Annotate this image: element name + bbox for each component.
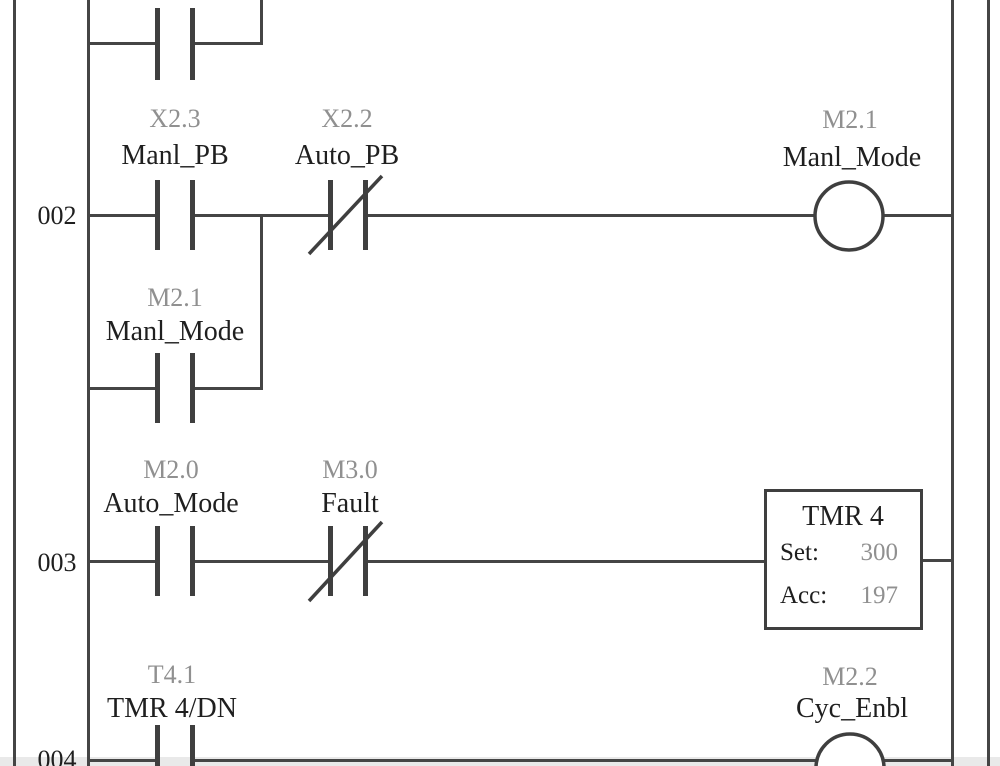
contact-address: M3.0 bbox=[322, 455, 378, 484]
coil-tag: Manl_Mode bbox=[783, 142, 921, 173]
no-contact-auto-mode[interactable]: M2.0 Auto_Mode bbox=[103, 455, 239, 596]
contact-address: X2.2 bbox=[321, 104, 372, 133]
contact-tag: Manl_PB bbox=[121, 140, 228, 171]
rung-number: 002 bbox=[38, 201, 77, 230]
coil-tag: Cyc_Enbl bbox=[796, 693, 908, 724]
timer-set-label: Set: bbox=[780, 539, 819, 566]
contact-address: X2.3 bbox=[149, 104, 200, 133]
timer-set-value: 300 bbox=[861, 539, 899, 566]
timer-title: TMR 4 bbox=[802, 501, 884, 532]
coil-address: M2.1 bbox=[822, 105, 878, 134]
no-contact[interactable] bbox=[155, 8, 195, 80]
contact-tag: TMR 4/DN bbox=[107, 693, 237, 724]
contact-tag: Auto_PB bbox=[295, 140, 399, 171]
no-contact-manl-mode[interactable]: M2.1 Manl_Mode bbox=[106, 283, 244, 423]
coil-manl-mode[interactable]: M2.1 Manl_Mode bbox=[783, 105, 921, 252]
contact-address: T4.1 bbox=[148, 660, 196, 689]
timer-box bbox=[764, 489, 923, 630]
contact-tag: Auto_Mode bbox=[103, 488, 238, 519]
rung-002: 002 X2.3 Manl_PB X2.2 Auto_PB bbox=[38, 104, 952, 423]
coil-circle bbox=[813, 180, 885, 252]
rung-001-branch bbox=[88, 0, 263, 80]
timer-acc-label: Acc: bbox=[780, 582, 827, 609]
coil-circle bbox=[814, 732, 886, 766]
nc-slash bbox=[307, 520, 384, 603]
no-contact-tmr4-dn[interactable]: T4.1 TMR 4/DN bbox=[107, 660, 237, 766]
contact-address: M2.1 bbox=[147, 283, 203, 312]
rung-number: 003 bbox=[38, 548, 77, 577]
timer-acc-value: 197 bbox=[861, 582, 899, 609]
rung-004: 004 T4.1 TMR 4/DN M2.2 Cyc_Enbl bbox=[38, 660, 952, 766]
coil-address: M2.2 bbox=[822, 662, 878, 691]
coil-cyc-enbl[interactable]: M2.2 Cyc_Enbl bbox=[796, 662, 908, 766]
nc-contact-auto-pb[interactable]: X2.2 Auto_PB bbox=[295, 104, 399, 256]
rung-002-branch: M2.1 Manl_Mode bbox=[88, 215, 263, 423]
rung-number: 004 bbox=[38, 745, 77, 766]
nc-slash bbox=[307, 174, 384, 256]
rung-003: 003 M2.0 Auto_Mode M3.0 Fault bbox=[38, 455, 952, 630]
contact-tag: Manl_Mode bbox=[106, 316, 244, 347]
no-contact-manl-pb[interactable]: X2.3 Manl_PB bbox=[121, 104, 229, 250]
contact-address: M2.0 bbox=[143, 455, 199, 484]
nc-contact-fault[interactable]: M3.0 Fault bbox=[307, 455, 384, 603]
contact-tag: Fault bbox=[321, 488, 379, 519]
timer-block-tmr4[interactable]: TMR 4 Set: 300 Acc: 197 bbox=[764, 489, 923, 630]
